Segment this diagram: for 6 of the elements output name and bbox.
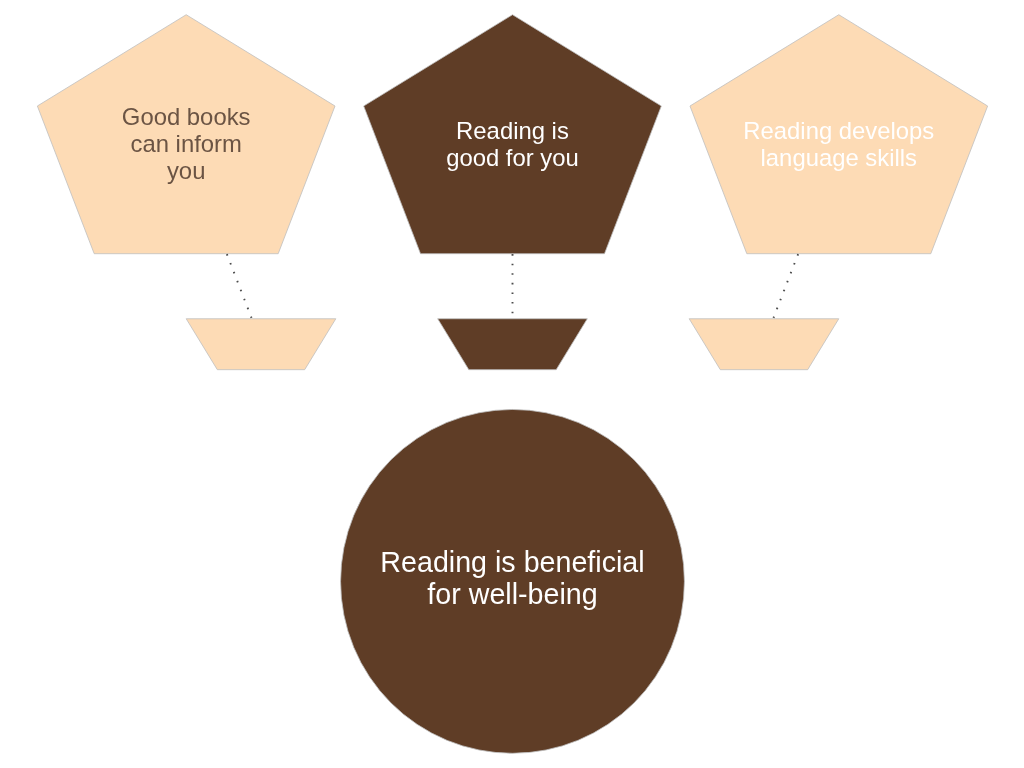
connector	[225, 253, 253, 320]
connector	[771, 253, 799, 320]
node-circle: Reading is beneficial for well-being	[339, 409, 685, 754]
node-arc	[185, 318, 336, 371]
node-arc	[436, 318, 588, 371]
node-arc	[688, 318, 839, 371]
